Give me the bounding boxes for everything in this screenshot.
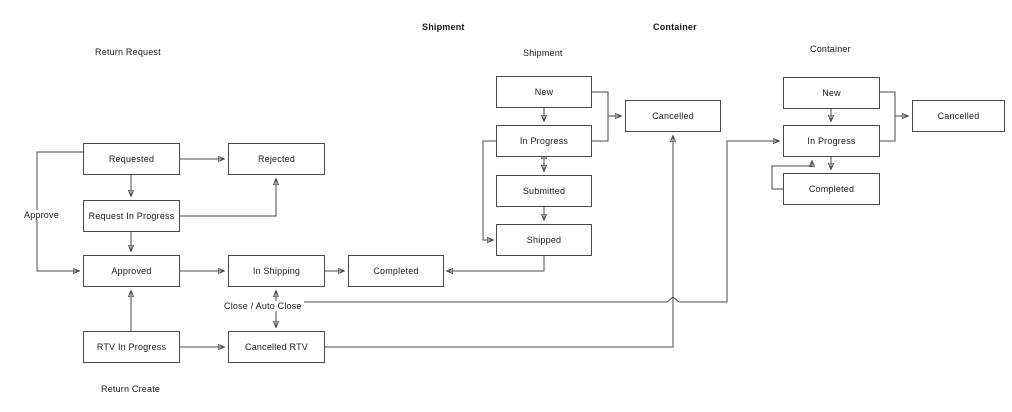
- edge-cont-completed-in-progress-loop: [771, 161, 812, 190]
- node-request-in-progress[interactable]: Request In Progress: [83, 200, 180, 232]
- group-label-return-create: Return Create: [101, 384, 161, 394]
- edge-label-approve: Approve: [22, 210, 61, 220]
- node-cancelled-rtv[interactable]: Cancelled RTV: [228, 331, 325, 363]
- node-requested[interactable]: Requested: [83, 143, 180, 175]
- node-shipment-new[interactable]: New: [496, 76, 592, 108]
- edge-ship-new-cancelled: [592, 91, 621, 116]
- node-container-new[interactable]: New: [783, 77, 880, 109]
- edge-cont-new-cancelled: [880, 91, 908, 116]
- node-in-shipping[interactable]: In Shipping: [228, 255, 325, 287]
- group-label-shipment: Shipment: [523, 48, 563, 58]
- node-shipment-shipped[interactable]: Shipped: [496, 224, 592, 256]
- edge-cancelled-rtv-shipment-cancelled: [325, 136, 673, 348]
- edge-ship-in-progress-cancelled: [592, 116, 609, 142]
- node-rtv-in-progress[interactable]: RTV In Progress: [83, 331, 180, 363]
- section-title-container: Container: [653, 22, 697, 32]
- edge-ship-in-progress-shipped-loop: [482, 140, 497, 240]
- edge-in-shipping-container-in-progress: [276, 141, 779, 303]
- node-container-cancelled[interactable]: Cancelled: [912, 100, 1005, 132]
- node-completed-return[interactable]: Completed: [348, 255, 444, 287]
- group-label-return-request: Return Request: [95, 47, 161, 57]
- edge-label-close-auto-close: Close / Auto Close: [222, 301, 304, 311]
- node-shipment-in-progress[interactable]: In Progress: [496, 125, 592, 157]
- node-approved[interactable]: Approved: [83, 255, 180, 287]
- edge-ship-shipped-completed: [447, 255, 545, 271]
- section-title-shipment: Shipment: [422, 22, 465, 32]
- edge-cont-in-progress-cancelled: [880, 116, 896, 142]
- node-container-completed[interactable]: Completed: [783, 173, 880, 205]
- node-container-in-progress[interactable]: In Progress: [783, 125, 880, 157]
- node-shipment-submitted[interactable]: Submitted: [496, 175, 592, 207]
- edge-request-in-progress-rejected: [180, 179, 276, 217]
- node-rejected[interactable]: Rejected: [228, 143, 325, 175]
- group-label-container: Container: [810, 44, 851, 54]
- node-shipment-cancelled[interactable]: Cancelled: [625, 100, 721, 132]
